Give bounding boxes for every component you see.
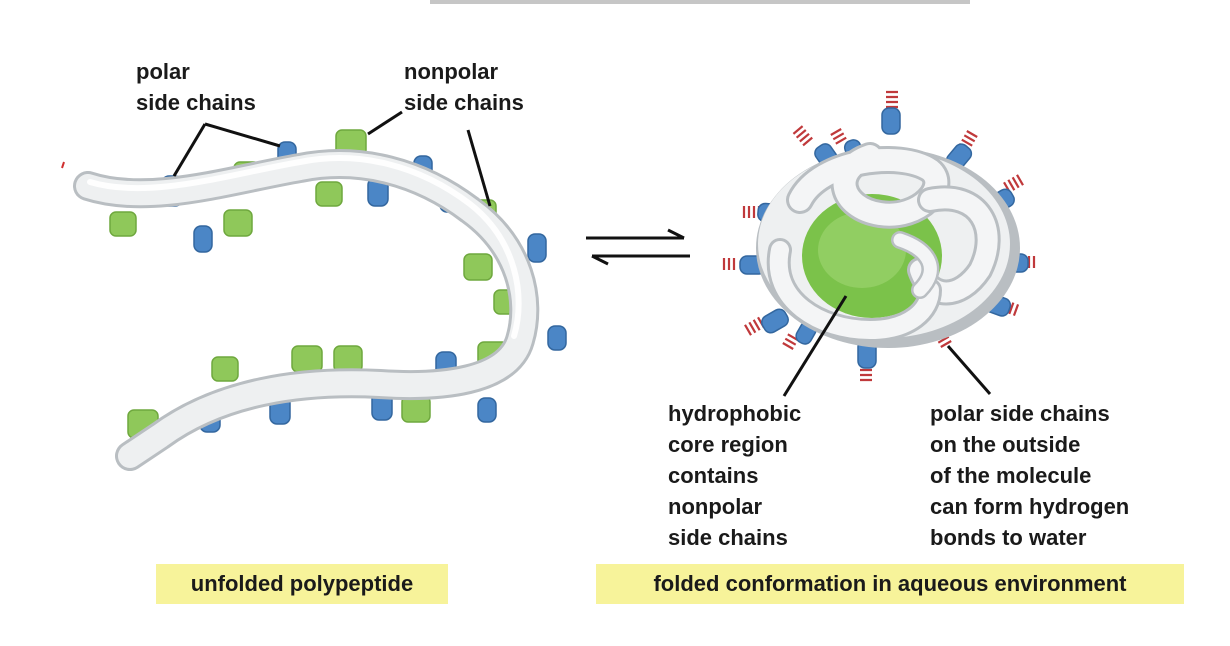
water-mark	[958, 130, 978, 151]
polypeptide-backbone	[76, 152, 537, 468]
polar-side-chain	[547, 325, 567, 351]
pointer-lines-folded	[782, 295, 992, 397]
pointer-polar-right	[204, 122, 281, 148]
water-mark	[792, 125, 813, 147]
label-nonpolar-side-chains: nonpolar side chains	[404, 59, 524, 115]
water-mark	[722, 258, 736, 270]
water-mark	[830, 128, 847, 145]
nonpolar-side-chain	[291, 345, 323, 373]
pointer-core	[782, 295, 848, 397]
nonpolar-side-chain	[333, 345, 363, 373]
caption-unfolded: unfolded polypeptide	[156, 564, 448, 604]
folded-protein	[722, 90, 1036, 382]
label-polar-side-chains: polar side chains	[136, 59, 256, 115]
nonpolar-side-chain	[463, 253, 493, 281]
label-polar-outside: polar side chains on the outside of the …	[930, 401, 1130, 550]
nonpolar-side-chain	[223, 209, 253, 237]
water-mark	[932, 327, 952, 348]
water-mark	[744, 316, 765, 336]
equilibrium-arrows-icon	[586, 228, 690, 266]
label-hydrophobic-core: hydrophobic core region contains nonpola…	[668, 401, 802, 550]
pointer-nonpolar-top	[367, 110, 403, 136]
nonpolar-side-chain	[211, 356, 239, 382]
polar-side-chain	[527, 233, 547, 263]
water-mark	[886, 90, 898, 109]
water-mark	[860, 363, 872, 382]
nonpolar-side-chain	[109, 211, 137, 237]
polar-side-chain	[761, 308, 789, 334]
pointer-nonpolar-right	[466, 129, 492, 207]
polar-side-chain	[881, 107, 901, 135]
pointer-polar-left	[172, 123, 207, 177]
water-mark	[1003, 174, 1024, 194]
water-mark	[1017, 256, 1036, 268]
red-mark	[61, 161, 65, 169]
nonpolar-side-chain	[315, 181, 343, 207]
unfolded-polypeptide	[61, 129, 567, 471]
polar-side-chain	[193, 225, 213, 253]
top-text-cutoff	[430, 0, 970, 4]
water-mark	[742, 206, 761, 218]
pointer-polar-outside	[946, 345, 992, 395]
polypeptide-backbone-highlight	[87, 155, 522, 339]
hydrophobic-core-shade	[818, 212, 906, 288]
folded-backbone-loops	[766, 142, 1001, 343]
pointer-lines-unfolded	[172, 110, 492, 207]
water-mark	[998, 298, 1020, 317]
polar-side-chain	[477, 397, 497, 423]
water-hydrogen-bonds	[722, 90, 1036, 382]
caption-folded: folded conformation in aqueous environme…	[596, 564, 1184, 604]
